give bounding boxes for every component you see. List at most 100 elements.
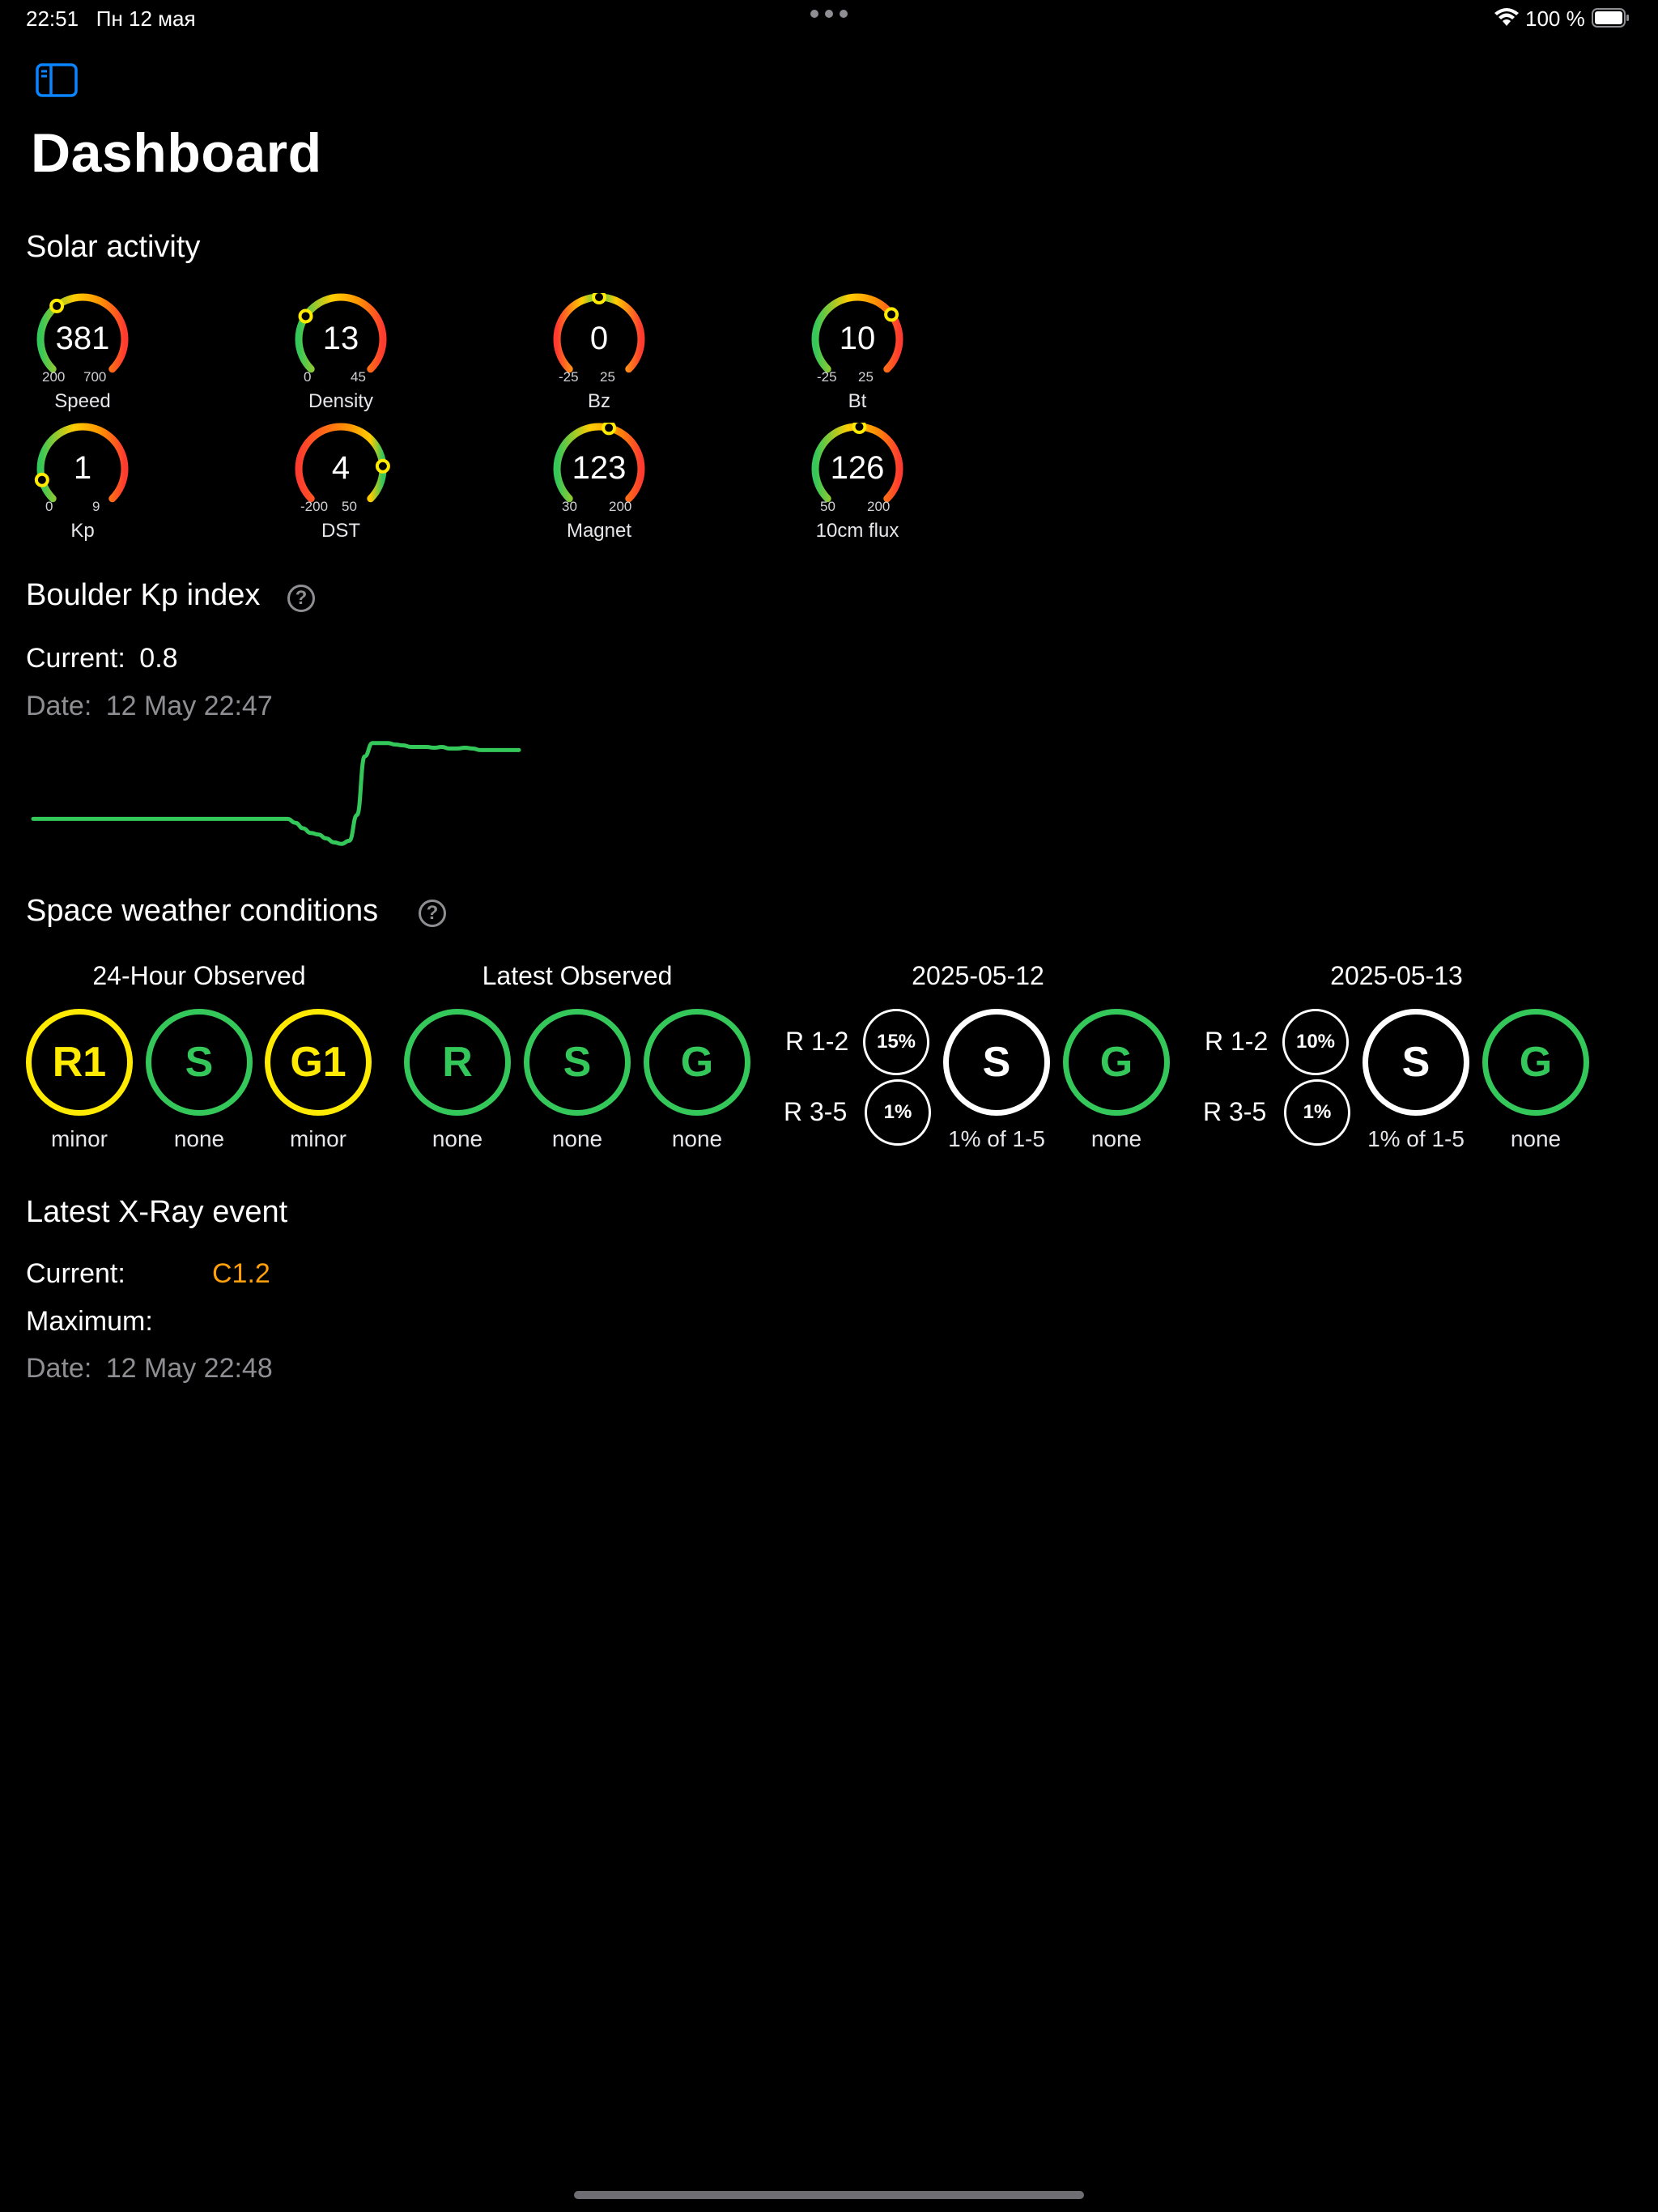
- scale-g-day2-caption: none: [1510, 1126, 1562, 1151]
- conditions-help-icon[interactable]: ?: [419, 900, 446, 927]
- kp-series-line: [31, 741, 521, 846]
- multitasking-dots-icon[interactable]: [810, 8, 848, 19]
- scale-s-day2[interactable]: S: [1363, 1009, 1469, 1116]
- gauge-indicator: [49, 298, 65, 313]
- sidebar-toggle-icon[interactable]: [36, 63, 78, 97]
- gauge-value: 1: [73, 450, 92, 486]
- status-time: 22:51 Пн 12 мая: [26, 6, 196, 31]
- xray-date-value: 12 May 22:48: [105, 1353, 273, 1384]
- group-24h-header: 24-Hour Observed: [92, 961, 306, 990]
- day1-r12-probability[interactable]: 15%: [863, 1009, 929, 1075]
- scale-r-latest[interactable]: R: [404, 1009, 511, 1116]
- scale-r-latest-caption: none: [432, 1126, 483, 1151]
- kp-date-label: Date:: [26, 691, 92, 721]
- scale-s-day2-caption: 1% of 1-5: [1367, 1126, 1465, 1151]
- gauge-max: 700: [83, 369, 107, 385]
- gauge-min: -25: [559, 369, 579, 385]
- battery-percent: 100 %: [1525, 6, 1585, 31]
- gauge-value: 10: [839, 321, 876, 356]
- day2-r12-probability[interactable]: 10%: [1282, 1009, 1349, 1075]
- gauge-min: 30: [562, 499, 577, 514]
- gauge-value: 13: [322, 321, 359, 356]
- kp-current-label: Current:: [26, 643, 125, 674]
- gauge-arc: [811, 423, 903, 503]
- gauge-label: Bt: [848, 390, 867, 412]
- scale-s-day1[interactable]: S: [943, 1009, 1050, 1116]
- day1-r35-probability[interactable]: 1%: [865, 1079, 931, 1146]
- gauge-value: 4: [331, 450, 351, 486]
- scale-s-24h-caption: none: [173, 1126, 225, 1151]
- kp-index-title: Boulder Kp index: [26, 578, 261, 612]
- gauge-max: 25: [600, 369, 615, 385]
- gauge-10cm-flux: 126 50 200 10cm flux: [801, 423, 914, 544]
- gauge-track: [36, 423, 129, 503]
- scale-g-latest[interactable]: G: [644, 1009, 750, 1116]
- gauge-min: 0: [45, 499, 53, 514]
- gauge-min: 50: [820, 499, 835, 514]
- scale-g-latest-caption: none: [671, 1126, 723, 1151]
- gauge-min: 0: [304, 369, 312, 385]
- gauge-label: Density: [308, 390, 374, 412]
- gauge-label: 10cm flux: [815, 520, 899, 542]
- page-title: Dashboard: [31, 122, 322, 184]
- xray-title: Latest X-Ray event: [26, 1195, 288, 1229]
- xray-maximum-label: Maximum:: [26, 1306, 153, 1337]
- gauge-track: [36, 293, 129, 373]
- solar-activity-title: Solar activity: [26, 230, 201, 264]
- gauge-max: 200: [867, 499, 891, 514]
- conditions-title: Space weather conditions: [26, 894, 379, 928]
- scale-s-latest-caption: none: [551, 1126, 603, 1151]
- gauge-min: -25: [817, 369, 837, 385]
- xray-current-label: Current:: [26, 1258, 125, 1289]
- gauge-max: 25: [858, 369, 874, 385]
- day1-r12-label: R 1-2: [785, 1027, 849, 1056]
- scale-g-24h[interactable]: G1: [265, 1009, 372, 1116]
- status-bar: 22:51 Пн 12 мая 100 %: [0, 0, 1658, 39]
- gauge-arc: [34, 423, 129, 503]
- scale-g-day1-caption: none: [1090, 1126, 1142, 1151]
- day2-r35-probability[interactable]: 1%: [1284, 1079, 1350, 1146]
- group-day1-header: 2025-05-12: [912, 961, 1044, 990]
- gauge-min: 200: [42, 369, 66, 385]
- gauge-indicator: [298, 308, 313, 324]
- gauge-max: 45: [351, 369, 366, 385]
- wifi-icon: [1494, 8, 1519, 26]
- gauge-indicator: [884, 307, 899, 322]
- gauge-max: 200: [609, 499, 632, 514]
- gauge-label: Kp: [70, 520, 95, 542]
- gauge-label: Magnet: [566, 520, 632, 542]
- kp-date: Date: 12 May 22:47: [26, 691, 273, 722]
- scale-g-day1[interactable]: G: [1063, 1009, 1170, 1116]
- day1-r35-label: R 3-5: [784, 1097, 848, 1126]
- group-day2-header: 2025-05-13: [1330, 961, 1463, 990]
- battery-icon: [1592, 8, 1629, 28]
- gauge-value: 126: [830, 450, 885, 486]
- gauge-label: Bz: [587, 390, 610, 412]
- gauge-arc: [811, 293, 903, 373]
- gauge-indicator: [375, 458, 390, 474]
- scale-s-latest[interactable]: S: [524, 1009, 631, 1116]
- gauge-arc: [553, 423, 645, 503]
- gauge-arc: [553, 293, 645, 373]
- gauge-value: 381: [55, 321, 110, 356]
- gauge-value: 0: [589, 321, 609, 356]
- gauge-arc: [36, 293, 129, 373]
- kp-chart: [31, 741, 521, 846]
- scale-s-24h[interactable]: S: [146, 1009, 253, 1116]
- home-indicator[interactable]: [574, 2191, 1084, 2199]
- gauge-indicator: [852, 423, 867, 435]
- gauge-arc: [295, 293, 387, 373]
- scale-r-24h[interactable]: R1: [26, 1009, 133, 1116]
- scale-g-day2[interactable]: G: [1482, 1009, 1589, 1116]
- kp-current: Current: 0.8: [26, 643, 178, 674]
- kp-help-icon[interactable]: ?: [287, 585, 315, 612]
- group-latest-header: Latest Observed: [482, 961, 673, 990]
- gauge-track: [811, 293, 903, 373]
- gauge-track: [553, 423, 645, 503]
- day2-r35-label: R 3-5: [1203, 1097, 1267, 1126]
